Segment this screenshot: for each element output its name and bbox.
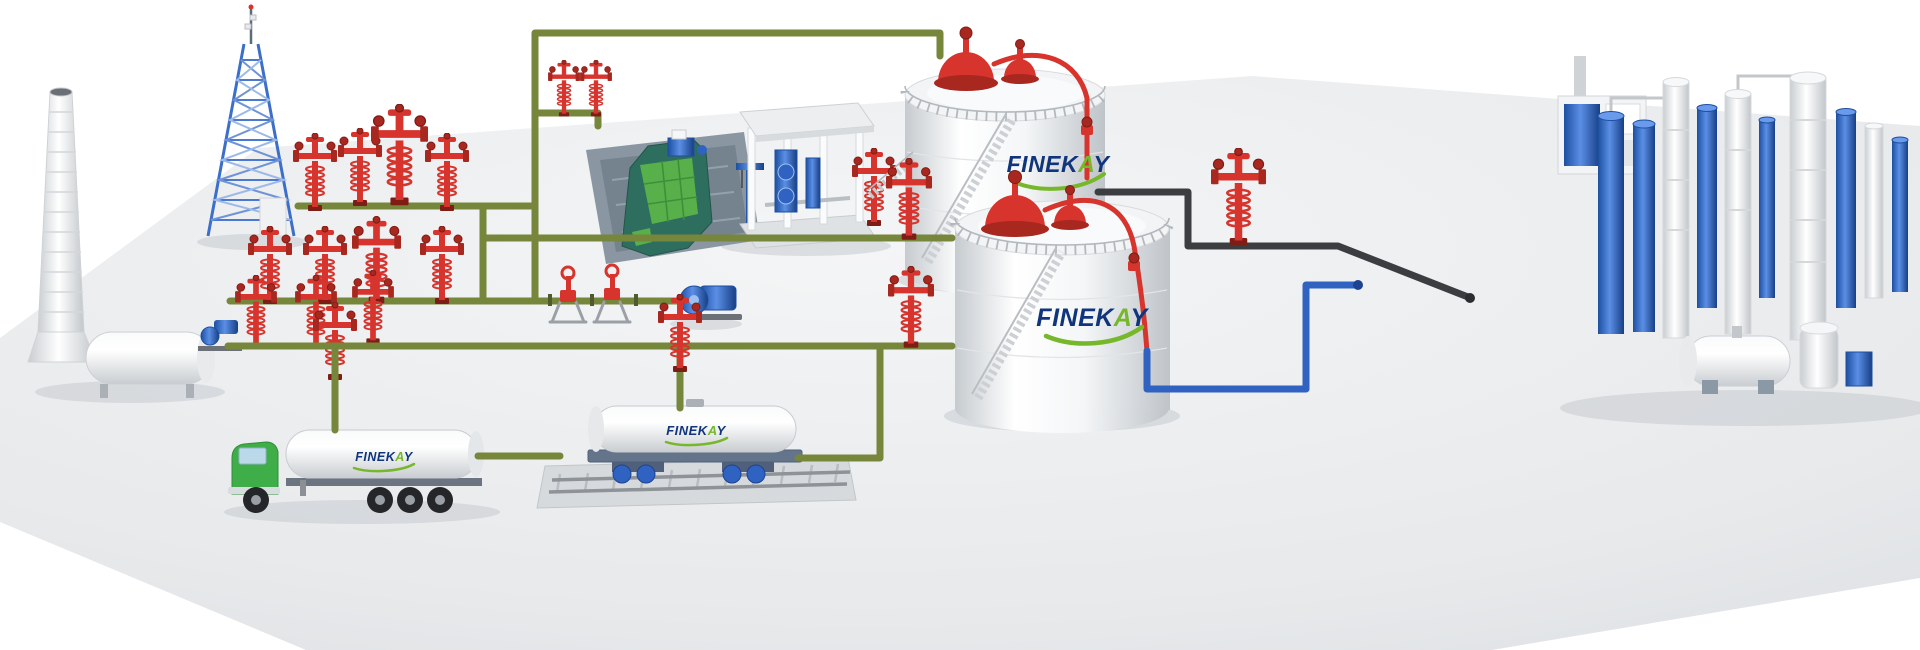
flare-pump — [198, 320, 242, 351]
column-white-wide — [1789, 77, 1827, 341]
tank-railing — [904, 85, 1106, 113]
tank-vent-unit — [1051, 185, 1089, 230]
tank2-brand-label: FINEKAY — [1036, 304, 1149, 332]
pipe-blue-transfer — [1143, 281, 1360, 393]
knockout-drum — [85, 331, 213, 385]
wagon-wheel — [636, 464, 656, 484]
tank1-brand-label: FINEKAY — [1007, 151, 1112, 177]
vertical-drum — [1799, 327, 1839, 389]
wellhead-tree-small — [580, 60, 612, 118]
tank-relief-unit — [981, 170, 1049, 237]
loading-barge — [621, 129, 764, 257]
tank-railing — [954, 217, 1170, 246]
valve-handwheel — [560, 265, 576, 281]
tank-red-pipe — [1042, 198, 1150, 355]
column-blue — [1892, 140, 1908, 292]
valve-manifold — [548, 263, 638, 324]
wellhead-tree-small — [548, 60, 580, 118]
barge-funnel — [697, 145, 707, 155]
horizontal-vessel — [1685, 335, 1791, 387]
pipe-black-export — [1094, 188, 1472, 301]
process-columns — [1557, 56, 1909, 394]
tower-beacon — [248, 4, 254, 10]
flare-stack — [27, 87, 242, 398]
storage-tank-2: FINEKAY — [950, 170, 1174, 433]
pipe-green-top-loop — [531, 29, 944, 305]
railcar-manway — [686, 399, 704, 407]
rail-tank-car: FINEKAY — [587, 399, 803, 484]
column-white — [1662, 81, 1690, 339]
truck-window — [238, 447, 267, 465]
column-blue — [1598, 116, 1624, 334]
pipes-front — [224, 188, 1475, 462]
gate-valve — [604, 288, 620, 300]
column-blue — [1697, 108, 1717, 308]
wagon-wheel — [612, 464, 632, 484]
tank-red-pipe — [991, 52, 1090, 181]
tank-vent-unit — [1001, 39, 1039, 84]
tanker-truck: FINEKAY — [228, 429, 484, 513]
metering-unit — [805, 157, 821, 209]
column-blue — [1836, 112, 1856, 308]
wagon-wheel — [746, 464, 766, 484]
truck-brand-label: FINEKAY — [355, 450, 414, 464]
barge-bridge — [667, 137, 695, 157]
column-blue — [1633, 124, 1655, 332]
railcar-brand-label: FINEKAY — [666, 423, 726, 438]
column-blue — [1759, 120, 1775, 298]
utility-box — [1845, 351, 1873, 387]
gate-valve — [560, 290, 576, 302]
column-white — [1864, 125, 1884, 299]
valve-handwheel — [604, 263, 620, 279]
tank-relief-unit — [934, 26, 998, 91]
wagon-wheel — [722, 464, 742, 484]
pipe-green-rail-out — [794, 344, 884, 462]
column-white — [1724, 93, 1752, 335]
rail-bed — [536, 457, 857, 509]
tank-spiral-stair — [974, 249, 1066, 401]
